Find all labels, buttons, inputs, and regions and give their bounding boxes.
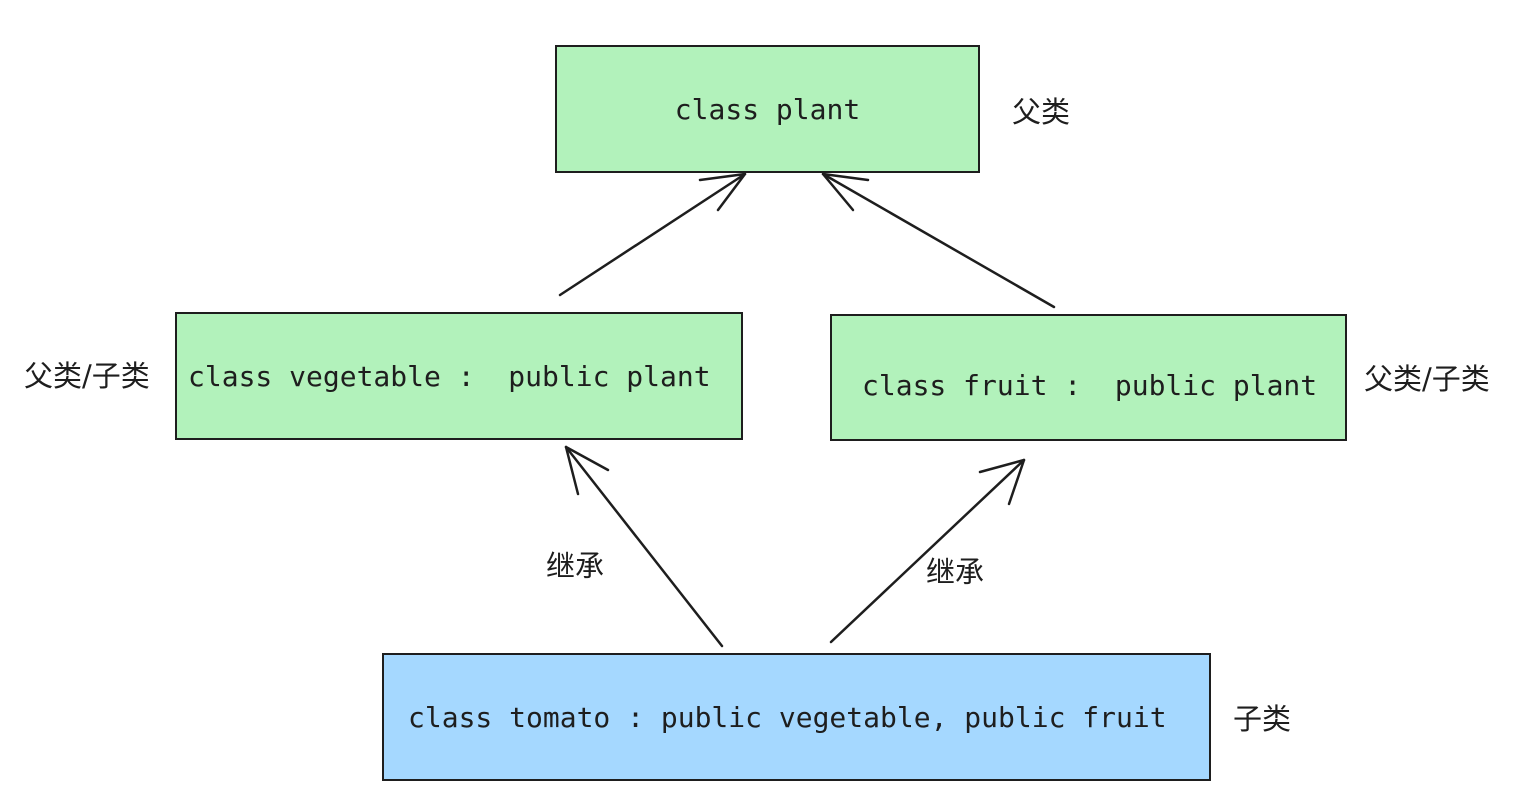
- inherit-label-right: 继承: [926, 555, 985, 589]
- node-plant-text: class plant: [674, 92, 861, 126]
- node-vegetable: class vegetable : public plant: [175, 312, 743, 440]
- node-tomato: class tomato : public vegetable, public …: [382, 653, 1211, 781]
- fruit-role-label: 父类/子类: [1364, 362, 1490, 396]
- node-vegetable-text: class vegetable : public plant: [188, 359, 711, 393]
- tomato-role-label: 子类: [1233, 702, 1292, 736]
- node-tomato-text: class tomato : public vegetable, public …: [408, 700, 1167, 734]
- node-fruit: class fruit : public plant: [830, 314, 1347, 441]
- inherit-label-left: 继承: [546, 549, 605, 583]
- plant-role-label: 父类: [1012, 95, 1071, 129]
- node-plant: class plant: [555, 45, 980, 173]
- vegetable-role-label: 父类/子类: [24, 359, 150, 393]
- edge-tomato-to-fruit: [829, 458, 1026, 644]
- node-fruit-text: class fruit : public plant: [862, 369, 1318, 402]
- edge-fruit-to-plant: [821, 172, 1056, 309]
- edge-tomato-to-vegetable: [564, 445, 724, 648]
- edge-vegetable-to-plant: [558, 172, 747, 297]
